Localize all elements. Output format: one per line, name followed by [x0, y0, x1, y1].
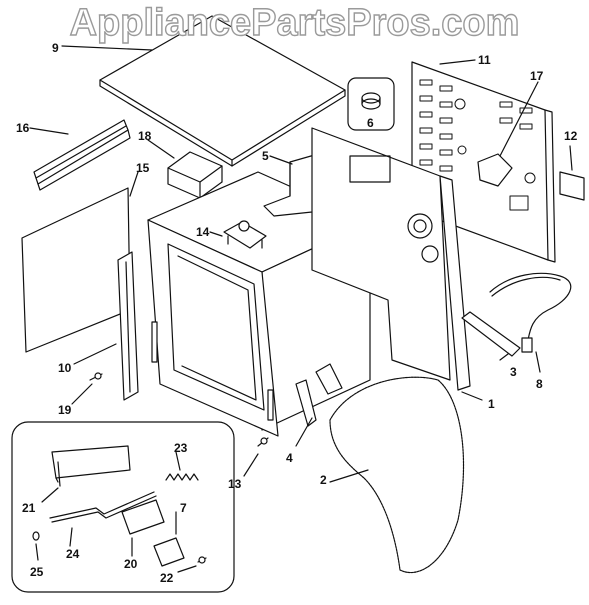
callout-2: 2 [320, 473, 327, 487]
callout-20: 20 [124, 557, 138, 571]
watermark-text: AppliancePartsPros.com [69, 1, 520, 44]
callout-19: 19 [58, 403, 72, 417]
callout-3: 3 [510, 365, 517, 379]
callout-12: 12 [564, 129, 578, 143]
part-10-front-strip [73, 251, 139, 401]
callout-18: 18 [138, 129, 152, 143]
part-1-frame [311, 127, 483, 401]
callout-21: 21 [22, 501, 36, 515]
callout-16: 16 [16, 121, 30, 135]
callout-23: 23 [174, 441, 188, 455]
part-16-side-strip [29, 119, 131, 191]
inset-detail-box [11, 421, 235, 593]
part-17-mount-bracket [477, 81, 539, 187]
callout-11: 11 [478, 53, 491, 67]
part-4-hinge [295, 363, 343, 447]
part-19-screw [71, 372, 103, 405]
callout-24: 24 [66, 547, 80, 561]
part-13-screw [243, 437, 269, 477]
callout-labels: 9 11 16 17 6 18 5 12 15 14 10 8 3 19 1 2… [16, 41, 578, 585]
callout-7: 7 [180, 501, 187, 515]
callout-15: 15 [136, 161, 150, 175]
callout-22: 22 [160, 571, 174, 585]
part-8-power-cord [489, 272, 572, 373]
part-18-block [147, 139, 223, 199]
callout-8: 8 [536, 377, 543, 391]
callout-6: 6 [367, 116, 374, 130]
part-9-top-panel [61, 15, 346, 167]
callout-1: 1 [488, 397, 495, 411]
callout-25: 25 [30, 565, 44, 579]
part-6-thermostat [347, 77, 395, 131]
part-2-insulation [329, 376, 465, 574]
callout-5: 5 [262, 149, 269, 163]
callout-9: 9 [52, 41, 59, 55]
part-12-label [559, 145, 585, 201]
callout-17: 17 [530, 69, 544, 83]
part-3-bar [461, 311, 521, 361]
callout-14: 14 [196, 225, 210, 239]
part-14-valve [209, 220, 267, 249]
callout-4: 4 [286, 451, 293, 465]
callout-10: 10 [58, 361, 72, 375]
callout-13: 13 [228, 477, 242, 491]
